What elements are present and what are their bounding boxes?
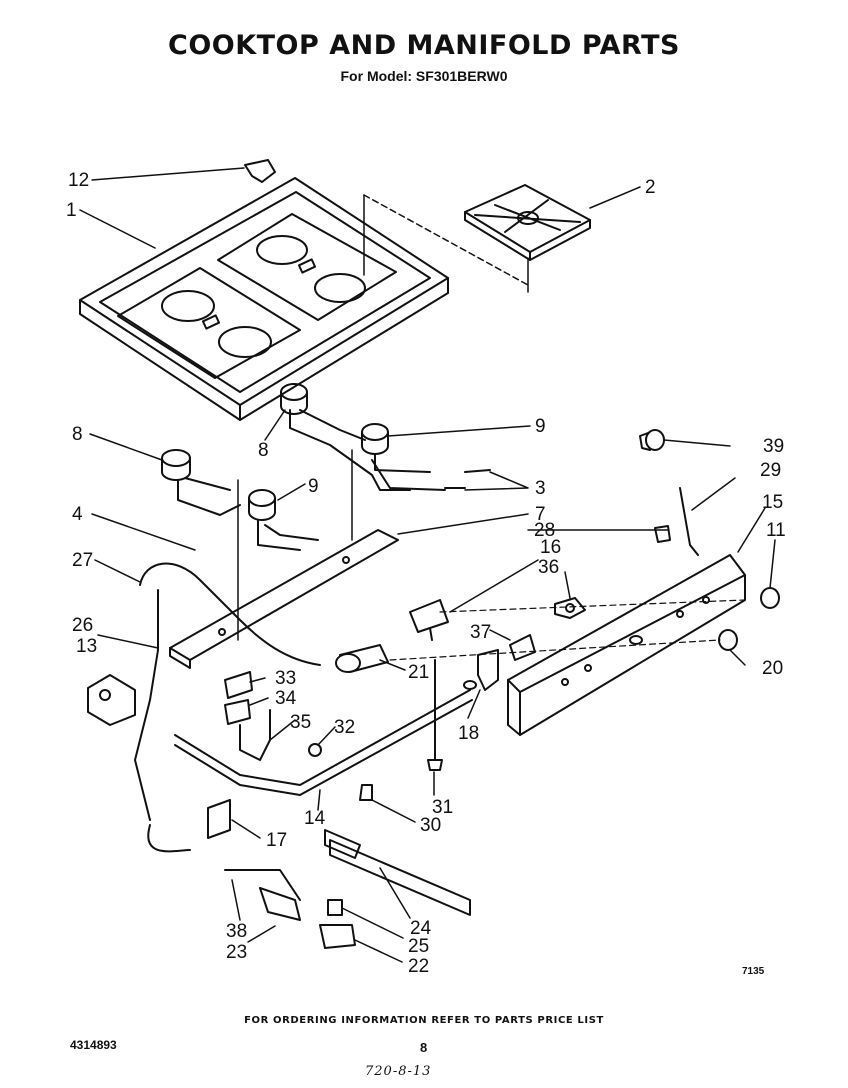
callout-15: 15 [762,492,783,513]
burner-grate [464,184,591,261]
valve-part-21 [335,644,389,673]
model-subtitle: For Model: SF301BERW0 [340,68,508,84]
document-number: 4314893 [70,1038,117,1052]
callout-23: 23 [226,942,247,963]
callout-17: 17 [266,830,287,851]
callout-12: 12 [68,170,89,191]
callout-18: 18 [458,723,479,744]
handwritten-note: 720-8-13 [365,1064,432,1079]
oven-valve-22 [319,924,356,949]
valve-bracket-36 [554,597,586,619]
page-title: COOKTOP AND MANIFOLD PARTS [168,30,680,61]
control-panel [507,554,746,736]
screw-part-31 [427,659,443,771]
callout-35: 35 [290,712,311,733]
callout-11: 11 [766,520,786,541]
callout-22: 22 [408,956,429,977]
callout-3: 3 [535,478,546,499]
bracket-part-37 [509,634,536,661]
callout-25: 25 [408,936,429,957]
callout-14: 14 [304,808,326,829]
callout-2: 2 [645,177,656,198]
nut-part-32 [308,743,322,757]
tube-part-26 [134,589,159,821]
callout-30: 30 [420,815,441,836]
callout-33: 33 [275,668,296,689]
cooktop-panel [79,177,449,421]
callout-34: 34 [275,688,297,709]
callout-7: 7 [535,504,546,525]
burner-assembly-left [161,449,319,551]
valve-part-16 [409,599,449,641]
ground-rod [679,487,699,556]
bracket-part-33 [224,671,253,699]
fitting-part-25 [327,899,343,916]
callout-28: 28 [534,520,555,541]
spark-module-34 [224,699,251,725]
bezel-part-20 [718,629,738,651]
burner-assembly-right [280,383,491,491]
callout-26: 26 [72,615,93,636]
callout-13: 13 [76,636,97,657]
callout-20: 20 [762,658,783,679]
callout-21: 21 [408,662,429,683]
bracket-part-17 [207,799,231,839]
callout-8-left: 8 [72,424,83,445]
thermocouple-38 [224,869,301,901]
callout-labels: 12 1 2 8 9 8 9 3 4 7 27 16 28 29 15 11 3… [66,170,786,977]
callout-31: 31 [432,797,453,818]
bracket-part-18 [477,649,499,691]
ordering-note: FOR ORDERING INFORMATION REFER TO PARTS … [244,1015,604,1026]
manifold-pipe [174,680,477,796]
callout-8-right: 8 [258,440,269,461]
diagram-code: 7135 [742,966,765,977]
pilot-part-23 [259,887,301,921]
callout-1: 1 [66,200,77,221]
callout-38: 38 [226,921,247,942]
ignitor-wire-35 [239,709,271,761]
cooktop-clip [244,159,276,183]
callout-4: 4 [72,504,83,525]
callout-9-left: 9 [308,476,319,497]
callout-9-right: 9 [535,416,546,437]
callout-29: 29 [760,460,781,481]
pressure-regulator-13 [87,674,136,726]
callout-16: 16 [540,537,561,558]
page-number: 8 [420,1040,428,1055]
oven-burner-24 [324,829,471,916]
callout-37: 37 [470,622,491,643]
knob-part-11 [760,587,780,609]
callout-36: 36 [538,557,559,578]
tube-part-27 [139,562,321,666]
screw-part-30 [359,784,373,801]
callout-27: 27 [72,550,93,571]
burner-support-bracket [169,529,399,669]
screw-part-28 [654,525,671,543]
callout-24: 24 [410,918,432,939]
knob-part-39 [639,429,665,451]
callout-32: 32 [334,717,355,738]
callout-39: 39 [763,436,784,457]
